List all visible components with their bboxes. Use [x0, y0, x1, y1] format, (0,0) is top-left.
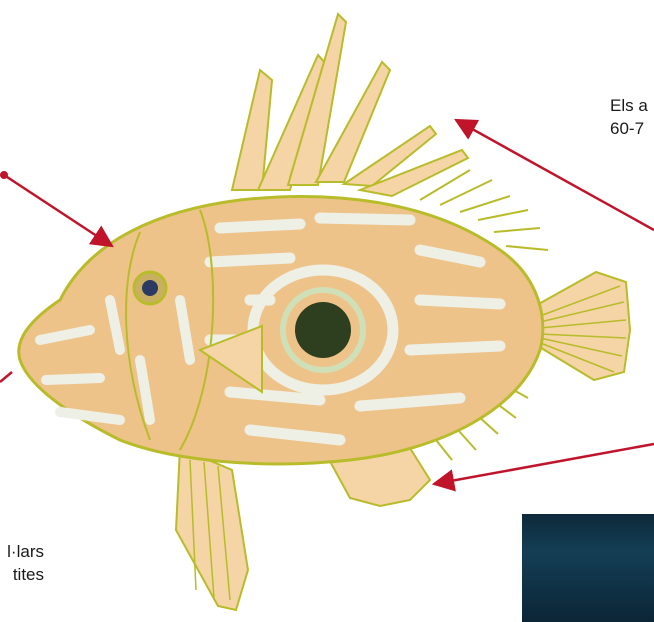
dorsal-fin [232, 14, 468, 196]
eye-spot [295, 302, 351, 358]
photo-thumbnail [522, 514, 654, 622]
label-pelvic-line1: l·lars [0, 540, 44, 563]
label-dorsal-line2: 60-7 [610, 117, 648, 140]
arrow-origin-dot [0, 171, 8, 179]
arrow-head [4, 175, 112, 246]
pelvic-fin [176, 448, 248, 610]
label-dorsal-line1: Els a [610, 94, 648, 117]
arrow-anal [434, 444, 654, 484]
arrow-mouth [0, 372, 12, 382]
label-pelvic: l·lars tites [0, 540, 44, 586]
label-dorsal: Els a 60-7 [610, 94, 648, 140]
label-pelvic-line2: tites [0, 563, 44, 586]
